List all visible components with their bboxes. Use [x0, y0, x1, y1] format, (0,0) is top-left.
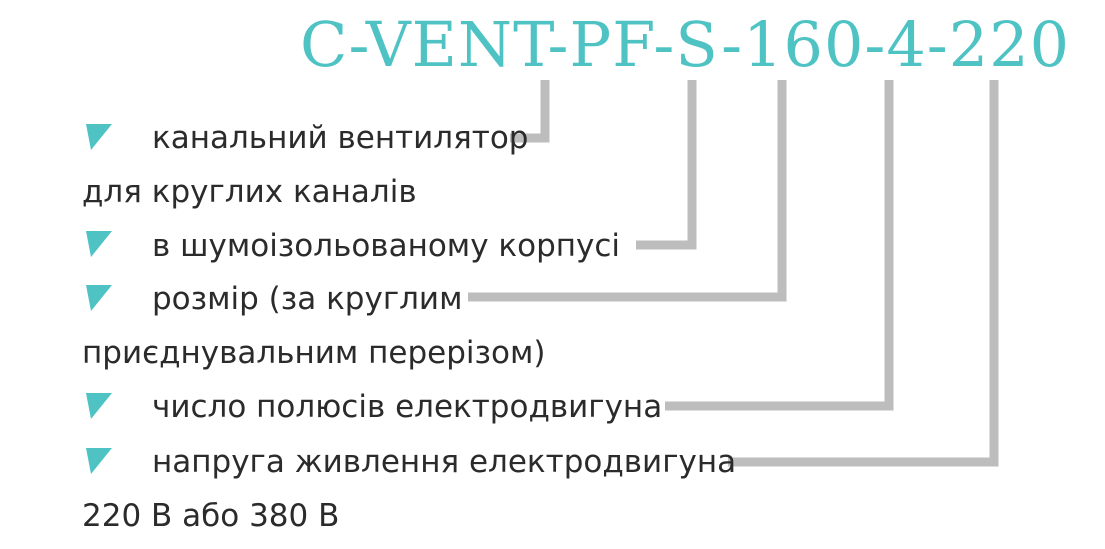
legend-text-vent-type-cont: для круглих каналів: [82, 174, 417, 210]
legend-text-voltage-cont: 220 В або 380 В: [82, 498, 340, 534]
bullet-icon: [86, 448, 112, 474]
connector-line-housing: [636, 80, 697, 250]
legend-text-size-cont: приєднувальним перерізом): [82, 335, 546, 371]
model-code-title: C-VENT-PF-S-160-4-220: [300, 8, 1071, 81]
legend-text-housing: в шумоізольованому корпусі: [152, 228, 621, 264]
connector-line-poles: [665, 80, 894, 411]
bullet-icon: [86, 124, 112, 150]
legend-text-poles: число полюсів електродвигуна: [152, 389, 663, 425]
legend-text-size: розмір (за круглим: [152, 281, 463, 317]
connector-line-voltage: [728, 80, 999, 467]
bullet-icon: [86, 393, 112, 419]
connector-line-vent-type: [510, 80, 550, 143]
legend-text-vent-type: канальний вентилятор: [152, 120, 529, 156]
bullet-icon: [86, 285, 112, 311]
connector-line-size: [468, 80, 787, 302]
bullet-icon: [86, 231, 112, 257]
legend-text-voltage: напруга живлення електродвигуна: [152, 444, 737, 480]
